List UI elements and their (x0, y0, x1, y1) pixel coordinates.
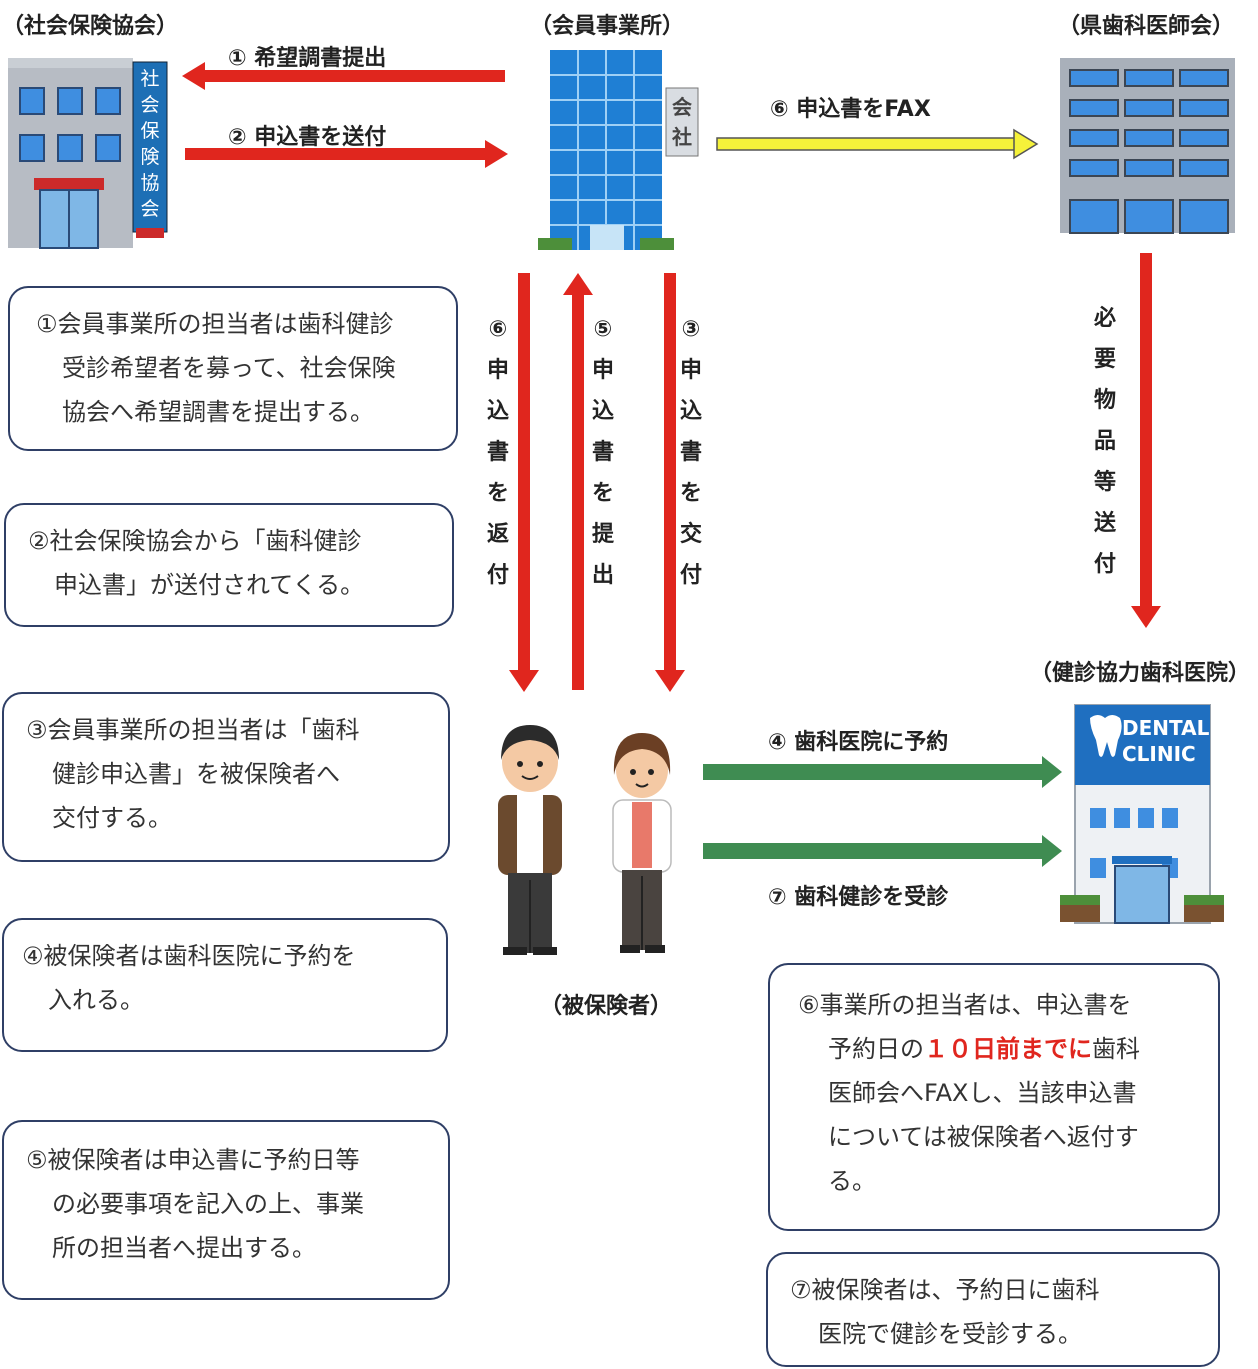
association-sign: 社 会 保 険 協 会 (140, 68, 160, 220)
step-2-box: ②社会保険協会から「歯科健診 申込書」が送付されてくる。 (4, 503, 454, 627)
office-label: （会員事業所） (530, 14, 685, 39)
step-1-line-2: 受診希望者を募って、社会保険 (62, 354, 396, 382)
arrow-receive-checkup (703, 835, 1062, 867)
step-7-line-2: 医院で健診を受診する。 (818, 1320, 1082, 1348)
step-4-line-2: 入れる。 (48, 986, 144, 1014)
arrow-send-supplies (1131, 253, 1161, 628)
step-6-line-2: 予約日の１０日前までに歯科 (798, 1027, 1218, 1071)
clinic-label: （健診協力歯科医院） (1030, 661, 1251, 686)
step-7-line-1: ⑦被保険者は、予約日に歯科 (790, 1276, 1100, 1304)
step-6-line-2-post: 歯科 (1092, 1035, 1140, 1063)
vertical-label-send-supplies: 必要 物品 等送 付 (1093, 306, 1116, 577)
step-3-line-1: ③会員事業所の担当者は「歯科 (26, 716, 360, 744)
arrow-deliver-form (655, 273, 685, 692)
step-1-line-1: ①会員事業所の担当者は歯科健診 (36, 310, 394, 338)
arrow-label-fax: ⑥ 申込書をFAX (770, 97, 931, 122)
step-5-line-1: ⑤被保険者は申込書に予約日等 (26, 1146, 360, 1174)
woman-icon (612, 733, 672, 953)
clinic-sign-clinic: CLINIC (1122, 742, 1196, 766)
step-6-line-2-pre: 予約日の (828, 1035, 924, 1063)
arrow-reserve-clinic (703, 756, 1062, 788)
step-6-deadline-emphasis: １０日前までに (924, 1035, 1092, 1063)
step-3-box: ③会員事業所の担当者は「歯科 健診申込書」を被保険者へ 交付する。 (2, 692, 450, 862)
step-5-line-2: の必要事項を記入の上、事業 (52, 1190, 364, 1218)
association-building-icon (8, 58, 168, 249)
step-6-line-3: 医師会へFAXし、当該申込書 (828, 1079, 1137, 1107)
man-icon (498, 725, 562, 955)
step-3-line-3: 交付する。 (52, 804, 172, 832)
step-4-box: ④被保険者は歯科医院に予約を 入れる。 (2, 918, 448, 1052)
dental-association-label: （県歯科医師会） (1058, 14, 1235, 39)
step-6-box: ⑥事業所の担当者は、申込書を 予約日の１０日前までに歯科 医師会へFAXし、当該… (768, 963, 1220, 1231)
arrow-label-reserve-clinic: ④ 歯科医院に予約 (768, 730, 949, 755)
step-2-line-1: ②社会保険協会から「歯科健診 (28, 527, 362, 555)
arrow-fax (716, 128, 1039, 160)
arrow-label-apply-survey: ① 希望調書提出 (228, 46, 387, 71)
step-6-line-1: ⑥事業所の担当者は、申込書を (798, 991, 1132, 1019)
step-5-line-3: 所の担当者へ提出する。 (52, 1234, 316, 1262)
clinic-sign: DENTAL CLINIC (1122, 715, 1209, 767)
dental-association-building-icon (1060, 58, 1235, 234)
clinic-sign-dental: DENTAL (1122, 716, 1210, 740)
insured-label: （被保険者） (540, 994, 673, 1019)
arrow-apply-survey (182, 62, 505, 90)
arrow-submit-form (563, 273, 593, 690)
step-3-line-2: 健診申込書」を被保険者へ (52, 760, 340, 788)
step-7-box: ⑦被保険者は、予約日に歯科 医院で健診を受診する。 (766, 1252, 1220, 1367)
arrow-label-send-application: ② 申込書を送付 (228, 125, 387, 150)
step-4-line-1: ④被保険者は歯科医院に予約を (22, 942, 356, 970)
association-label: （社会保険協会） (2, 14, 179, 39)
arrow-return-form (509, 273, 539, 692)
step-2-line-2: 申込書」が送付されてくる。 (54, 571, 365, 599)
office-building-icon (538, 50, 699, 250)
dental-clinic-building-icon (1060, 704, 1224, 924)
step-1-line-3: 協会へ希望調書を提出する。 (62, 398, 374, 426)
step-6-line-5: る。 (828, 1167, 876, 1195)
step-1-box: ①会員事業所の担当者は歯科健診 受診希望者を募って、社会保険 協会へ希望調書を提… (8, 286, 458, 451)
step-6-line-4: については被保険者へ返付す (828, 1123, 1139, 1151)
office-sign: 会 社 (672, 95, 692, 149)
step-5-box: ⑤被保険者は申込書に予約日等 の必要事項を記入の上、事業 所の担当者へ提出する。 (2, 1120, 450, 1300)
arrow-label-receive-checkup: ⑦ 歯科健診を受診 (768, 885, 949, 910)
arrow-send-application (185, 140, 508, 168)
